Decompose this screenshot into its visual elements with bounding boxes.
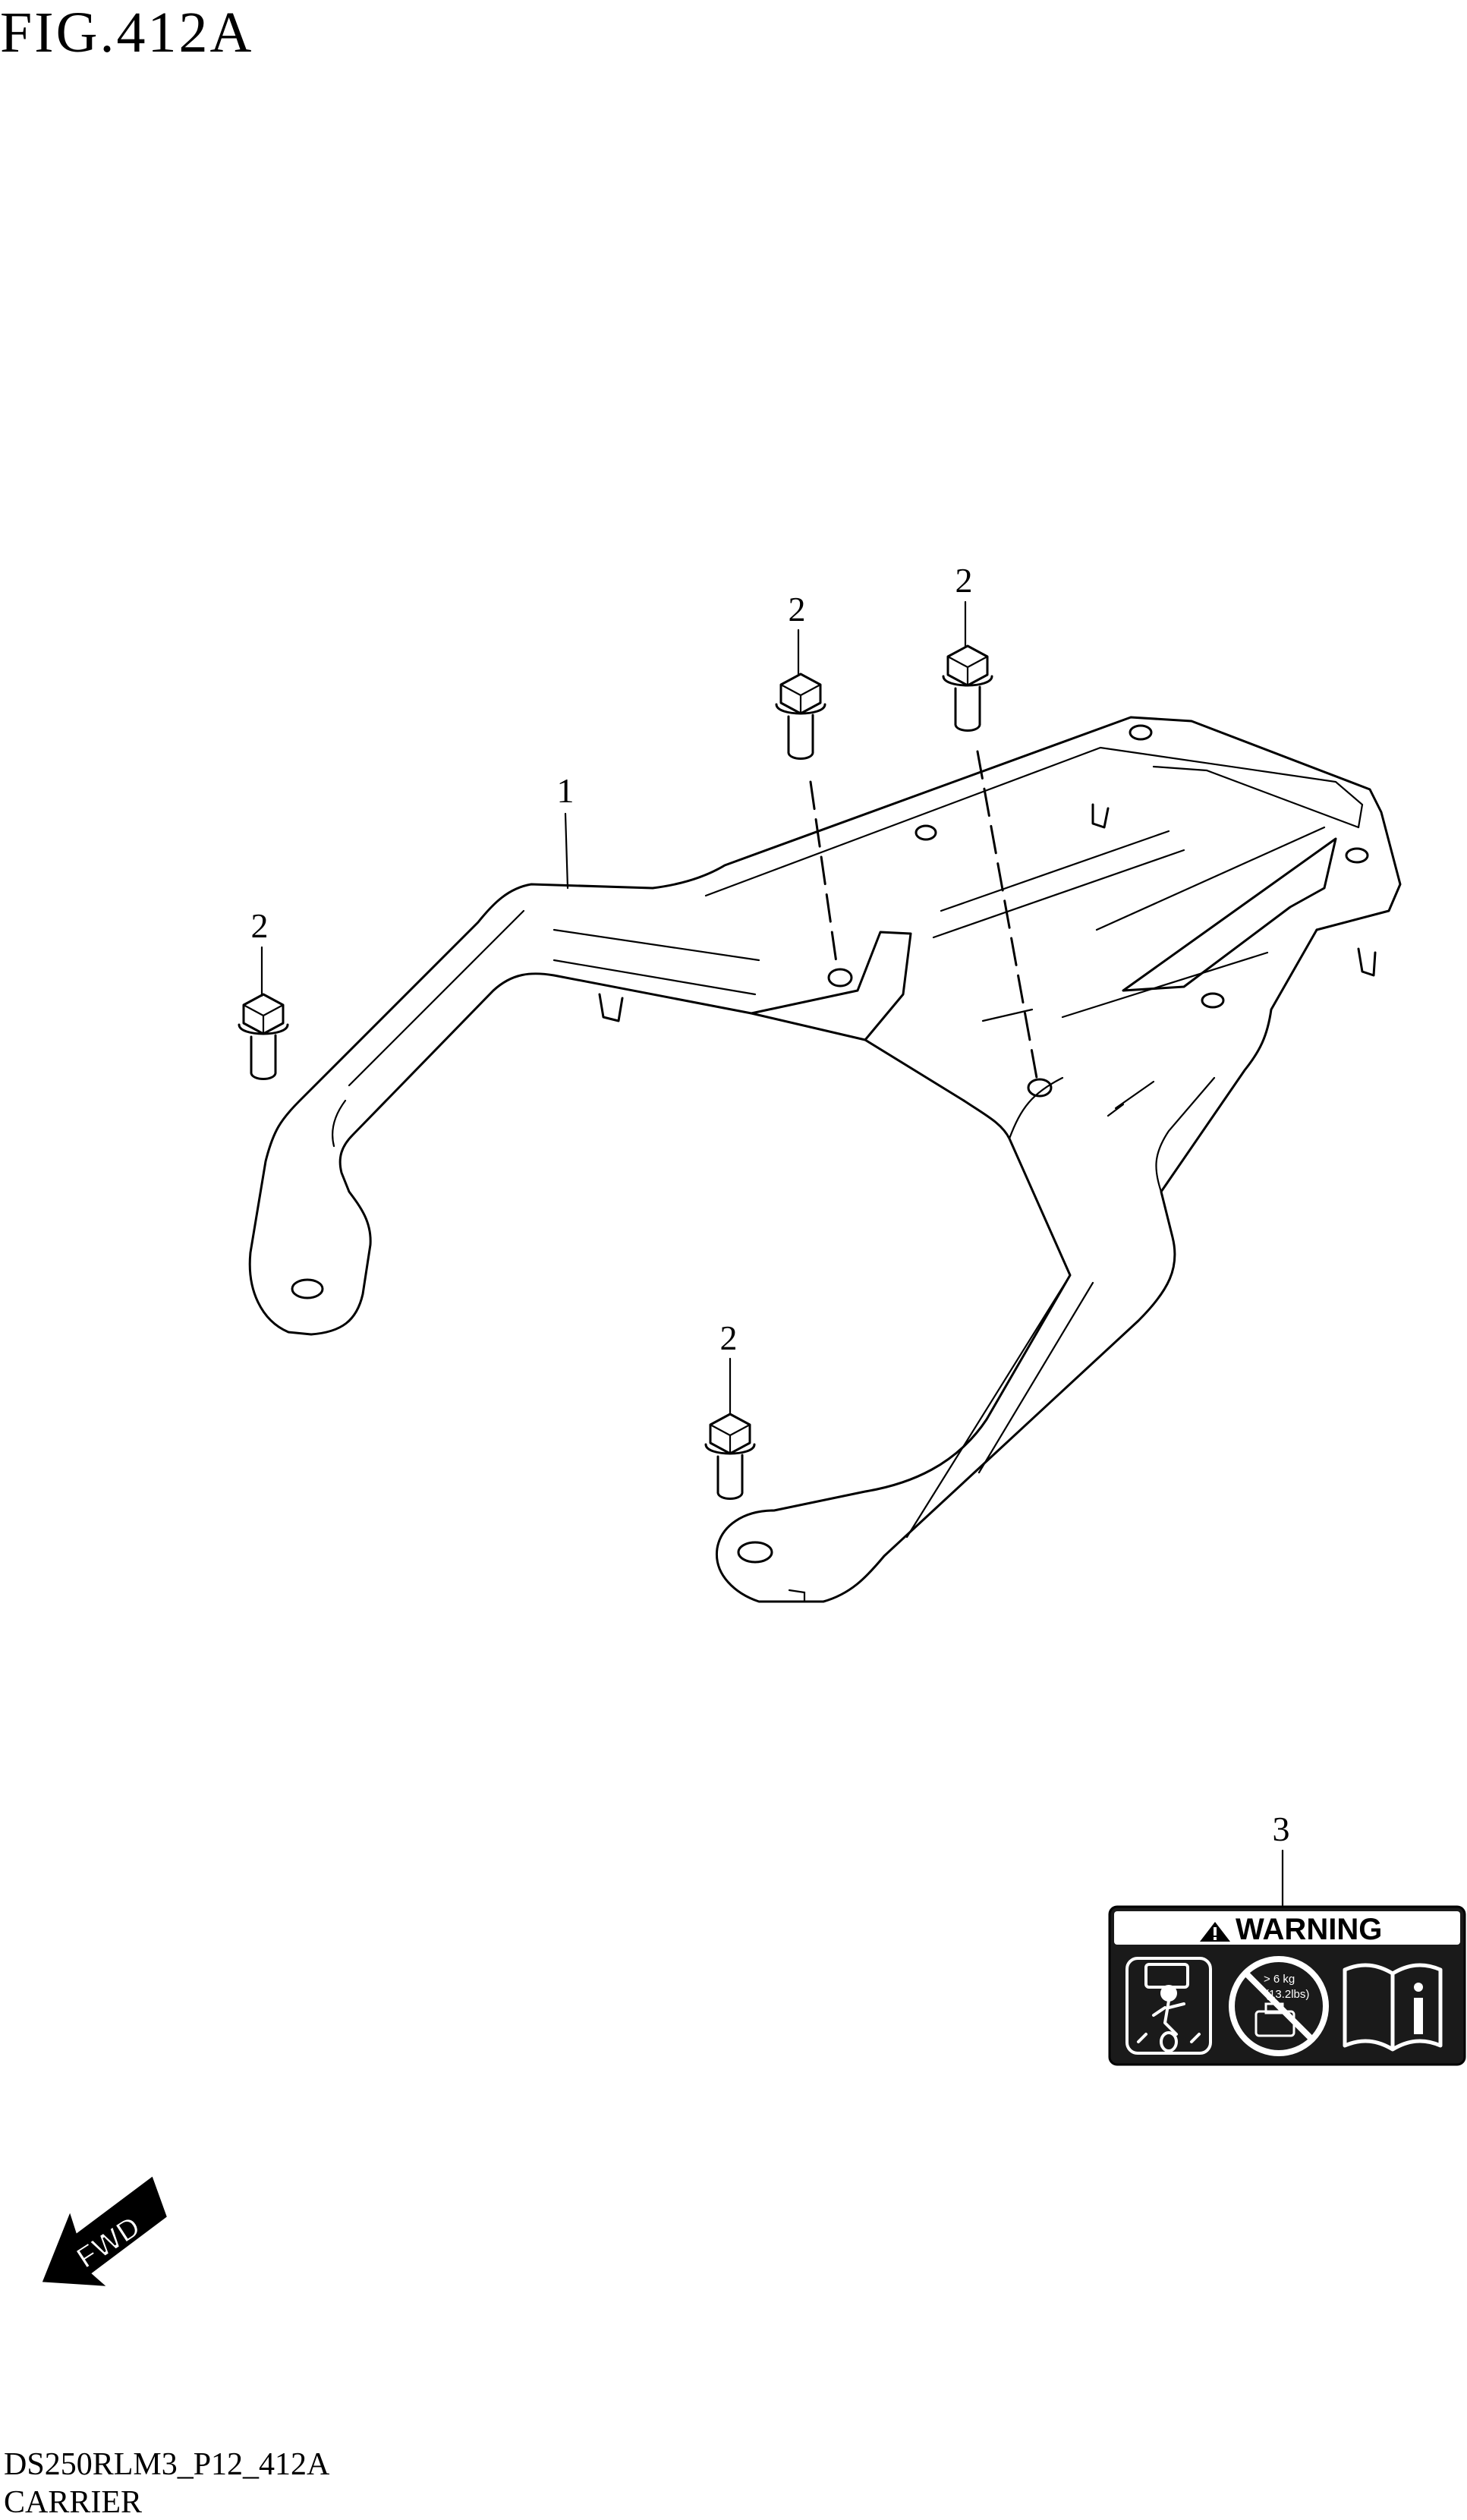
rider-with-luggage-icon [1125, 1957, 1212, 2055]
left-mount-hole [291, 1278, 324, 1299]
callout-bolt-center: 2 [789, 590, 806, 628]
callout-bolt-lower: 2 [720, 1318, 738, 1357]
bolt-center [775, 673, 826, 760]
bolt-right-axis [976, 750, 1038, 1079]
leader-carrier [564, 812, 569, 890]
callout-label: 3 [1273, 1810, 1290, 1848]
bolt-left [238, 993, 289, 1080]
bolt-center-axis [809, 780, 839, 969]
deck-hole-2 [1129, 724, 1153, 741]
manual-info-icon [1343, 1963, 1443, 2052]
no-overload-icon: > 6 kg (13.2lbs) [1229, 1956, 1329, 2056]
deck-hole-1 [915, 824, 937, 841]
weight-limit-lbs-text: (13.2lbs) [1265, 1988, 1309, 2001]
carrier-rack [248, 716, 1402, 1603]
forward-arrow-icon: FWD [42, 2176, 167, 2286]
bolt-right [942, 644, 993, 732]
rear-bolt-hole [1027, 1078, 1053, 1098]
right-mount-hole [737, 1541, 773, 1564]
deck-hole-4 [1201, 992, 1225, 1009]
bolt-lower [704, 1413, 756, 1500]
warning-label: WARNING > 6 kg (13.2lbs) [1108, 1905, 1466, 2066]
center-bolt-hole [827, 968, 853, 988]
figure-name: CARRIER [4, 2485, 142, 2520]
warning-heading: WARNING [1236, 1913, 1382, 1946]
figure-title: FIG.412A [0, 1, 253, 65]
warning-triangle-icon [1200, 1922, 1230, 1942]
callout-bolt-right: 2 [955, 561, 973, 600]
figure-code: DS250RLM3_P12_412A [4, 2447, 330, 2482]
callout-carrier: 1 [557, 771, 575, 810]
deck-hole-3 [1345, 847, 1369, 864]
weight-limit-text: > 6 kg [1264, 1973, 1295, 1986]
callout-bolt-left: 2 [251, 906, 269, 945]
